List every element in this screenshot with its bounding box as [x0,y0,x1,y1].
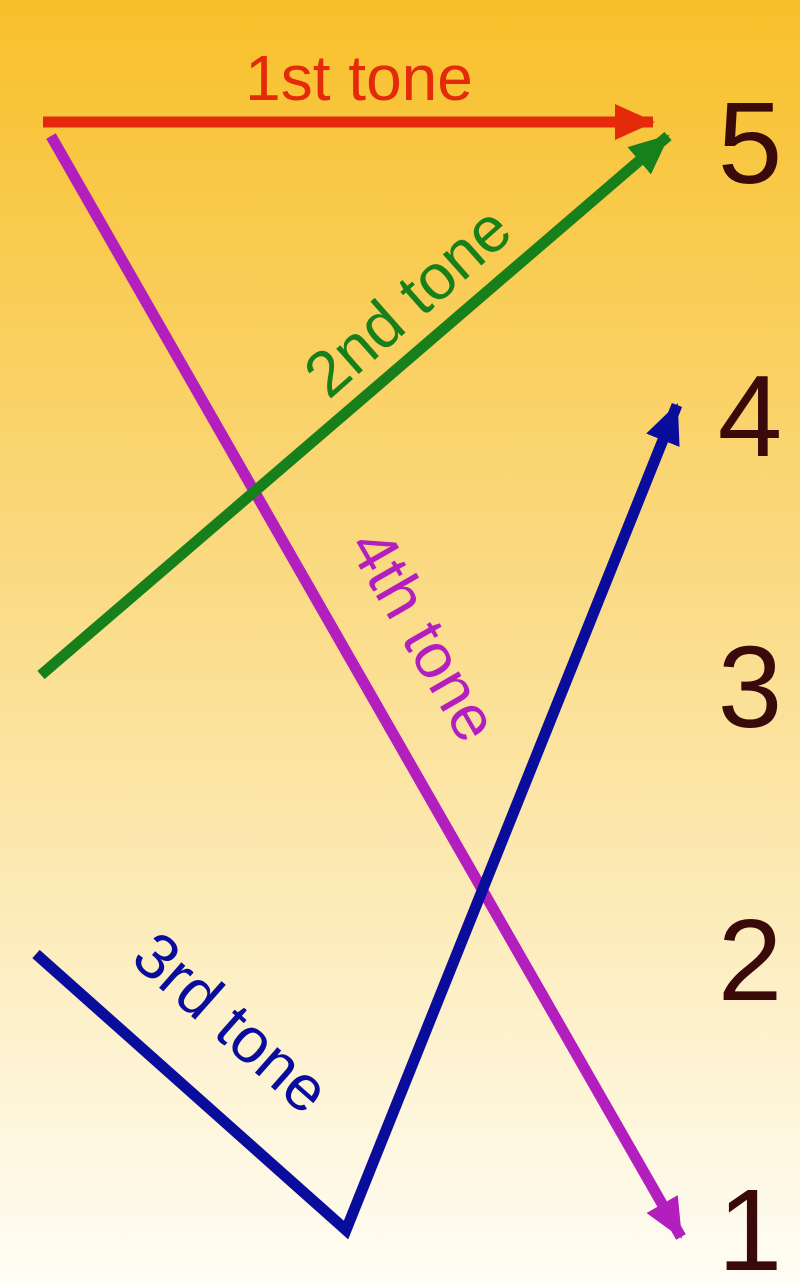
level-4-label: 4 [718,351,783,481]
tone3-label: 3rd tone [120,918,344,1128]
level-1-label: 1 [718,1165,783,1284]
tone4-label: 4th tone [335,517,513,753]
tone4-arrow [46,133,686,1240]
tone1-label: 1st tone [245,42,473,114]
level-5-label: 5 [718,78,783,208]
tone2-arrow [37,131,672,680]
tone2-label: 2nd tone [290,192,524,411]
level-2-label: 2 [718,895,783,1025]
level-3-label: 3 [718,622,783,752]
tone3-arrow [32,402,683,1240]
